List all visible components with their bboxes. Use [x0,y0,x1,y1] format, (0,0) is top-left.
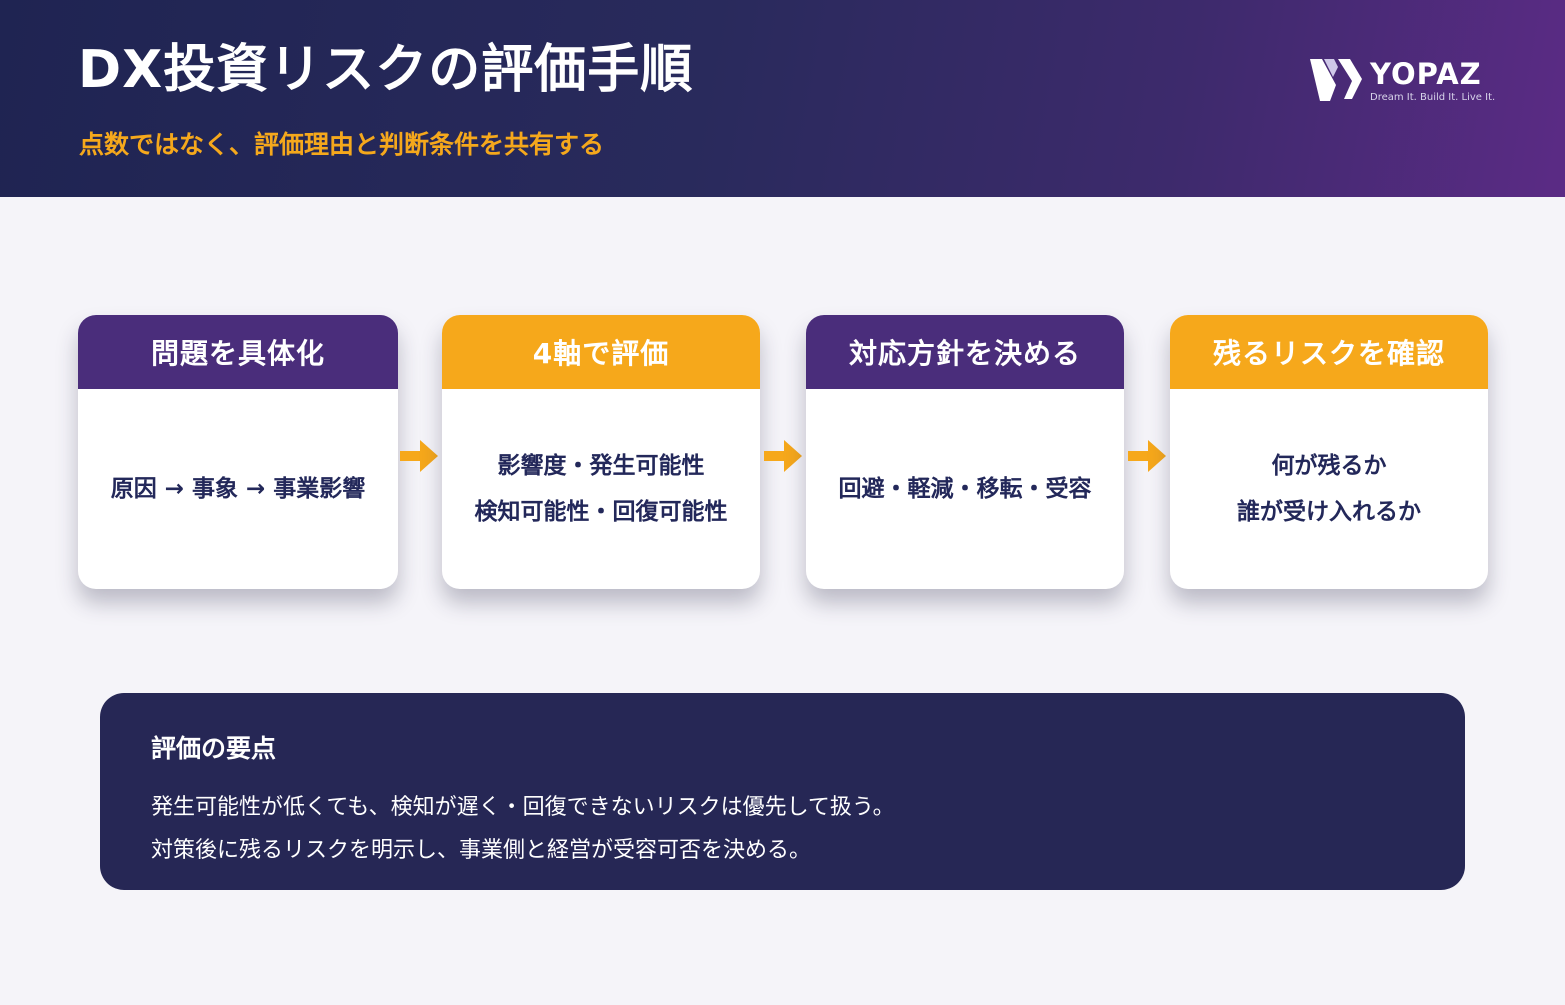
step-4-title: 残るリスクを確認 [1170,315,1488,389]
step-3-line-1: 回避・軽減・移転・受容 [838,476,1092,502]
step-2-body: 影響度・発生可能性 検知可能性・回復可能性 [442,389,760,589]
logo-wordmark: YOPAZ [1370,57,1482,91]
logo-tagline: Dream It. Build It. Live It. [1370,92,1496,103]
step-card-4: 残るリスクを確認 何が残るか 誰が受け入れるか [1170,315,1488,589]
step-4-body: 何が残るか 誰が受け入れるか [1170,389,1488,589]
arrow-right-icon [1128,440,1166,472]
key-point-2: 対策後に残るリスクを明示し、事業側と経営が受容可否を決める。 [151,838,812,863]
step-2-line-1: 影響度・発生可能性 [497,453,705,479]
step-3-title: 対応方針を決める [806,315,1124,389]
step-card-2: 4軸で評価 影響度・発生可能性 検知可能性・回復可能性 [442,315,760,589]
step-card-1: 問題を具体化 原因 → 事象 → 事業影響 [78,315,398,589]
step-3-body: 回避・軽減・移転・受容 [806,389,1124,589]
step-4-line-1: 何が残るか [1271,453,1387,479]
header-banner: DX投資リスクの評価手順 点数ではなく、評価理由と判断条件を共有する YOPAZ… [0,0,1565,197]
step-4-line-2: 誰が受け入れるか [1237,499,1421,525]
step-2-title: 4軸で評価 [442,315,760,389]
arrow-right-icon [764,440,802,472]
key-points-title: 評価の要点 [151,734,277,763]
step-1-line-1: 原因 → 事象 → 事業影響 [110,476,366,502]
key-point-1: 発生可能性が低くても、検知が遅く・回復できないリスクは優先して扱う。 [151,795,895,820]
step-1-body: 原因 → 事象 → 事業影響 [78,389,398,589]
arrow-right-icon [400,440,438,472]
logo: YOPAZ Dream It. Build It. Live It. [1308,55,1498,105]
yopaz-logo-mark-icon [1310,59,1362,101]
page-subtitle: 点数ではなく、評価理由と判断条件を共有する [79,130,605,159]
page-title: DX投資リスクの評価手順 [78,40,694,100]
key-points-panel: 評価の要点 発生可能性が低くても、検知が遅く・回復できないリスクは優先して扱う。… [100,693,1465,890]
step-2-line-2: 検知可能性・回復可能性 [474,499,728,525]
step-1-title: 問題を具体化 [78,315,398,389]
step-card-3: 対応方針を決める 回避・軽減・移転・受容 [806,315,1124,589]
